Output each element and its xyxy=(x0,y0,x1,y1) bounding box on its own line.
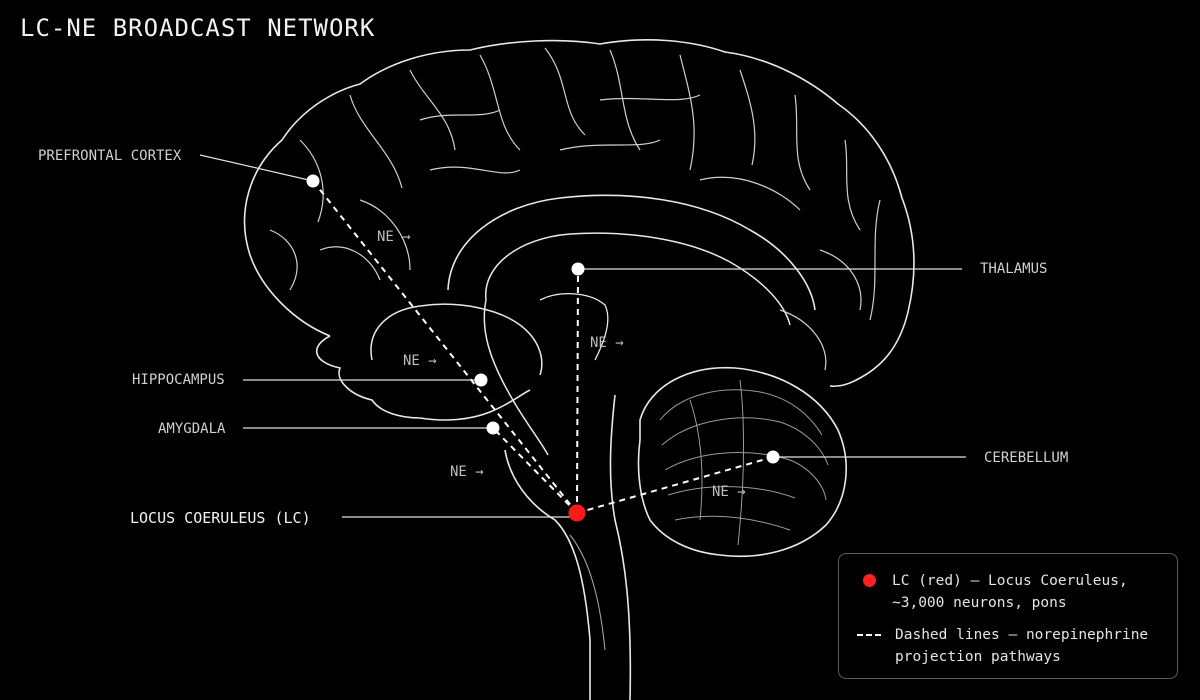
cerebellum-folia xyxy=(659,379,829,546)
temporal-lobe-outline xyxy=(315,335,531,421)
brainstem-front xyxy=(504,449,591,700)
diagram-title: LC-NE BROADCAST NETWORK xyxy=(20,14,376,42)
pathway-to-prefrontal xyxy=(312,180,578,514)
cerebrum-outline xyxy=(243,39,915,388)
pathway-to-thalamus xyxy=(576,268,579,514)
leader-lines xyxy=(199,154,966,518)
ne-label-hippocampus: NE → xyxy=(403,353,437,369)
label-locus-coeruleus: LOCUS COERULEUS (LC) xyxy=(130,509,311,527)
ne-label-amygdala: NE → xyxy=(450,464,484,480)
legend-red-dot-icon xyxy=(863,574,876,587)
amygdala-node xyxy=(486,421,500,435)
corpus-callosum-outer xyxy=(447,194,816,311)
legend-item-lc: LC (red) — Locus Coeruleus, ~3,000 neuro… xyxy=(857,570,1128,614)
cortical-gyri xyxy=(269,47,881,371)
pathway-to-amygdala xyxy=(492,427,578,514)
label-prefrontal-cortex: PREFRONTAL CORTEX xyxy=(38,148,182,164)
ne-label-thalamus: NE → xyxy=(590,335,624,351)
prefrontal-node xyxy=(306,174,320,188)
legend-lc-text: LC (red) — Locus Coeruleus, ~3,000 neuro… xyxy=(892,573,1128,611)
pathway-to-cerebellum xyxy=(576,456,774,514)
thalamus-node xyxy=(571,262,585,276)
cerebellum-node xyxy=(766,450,780,464)
hippocampus-node xyxy=(474,373,488,387)
lc-node xyxy=(568,504,586,522)
legend-dashed-line-icon xyxy=(857,634,881,636)
label-cerebellum: CEREBELLUM xyxy=(984,450,1068,466)
fornix-curve xyxy=(483,299,549,456)
brainstem-inner xyxy=(569,534,606,651)
legend-box: LC (red) — Locus Coeruleus, ~3,000 neuro… xyxy=(838,553,1178,679)
thalamus-curve xyxy=(539,293,609,361)
corpus-callosum-inner xyxy=(485,232,791,326)
label-hippocampus: HIPPOCAMPUS xyxy=(132,372,225,388)
ne-pathways xyxy=(312,180,774,514)
brainstem-back xyxy=(609,394,632,700)
label-amygdala: AMYGDALA xyxy=(158,421,226,437)
cerebellum-outline xyxy=(637,366,847,558)
ne-label-prefrontal: NE → xyxy=(377,229,411,245)
temporal-lobe-inner xyxy=(370,303,543,376)
legend-dashed-text: Dashed lines — norepinephrine projection… xyxy=(895,627,1149,665)
legend-item-dashed: Dashed lines — norepinephrine projection… xyxy=(857,624,1148,668)
label-thalamus: THALAMUS xyxy=(980,261,1047,277)
ne-label-cerebellum: NE → xyxy=(712,484,746,500)
